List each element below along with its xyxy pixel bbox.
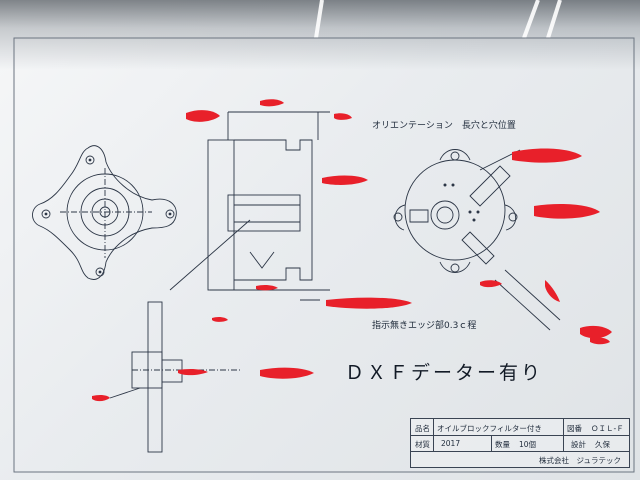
hole-dots — [44, 158, 480, 274]
company-value: 株式会社 ジュラテック — [539, 456, 621, 465]
section-view — [169, 111, 330, 301]
orientation-view — [393, 149, 561, 331]
small-side-view — [109, 301, 240, 453]
product-name-value: オイルブロックフィルター付き — [437, 424, 542, 433]
design-value: 久保 — [595, 440, 610, 449]
flange-plan-view — [32, 145, 177, 280]
quantity-label: 数量 — [495, 440, 510, 449]
product-name-label: 品名 — [415, 424, 430, 433]
light-reflections — [314, 0, 562, 39]
drawing-no-label: 図番 — [567, 424, 582, 433]
design-label: 設計 — [571, 440, 586, 449]
quantity-value: 10個 — [519, 440, 537, 449]
material-value: 2017 — [441, 439, 461, 448]
title-block: 品名 オイルブロックフィルター付き 図番 ＯＩＬ-Ｆ 材質 2017 数量 10… — [410, 418, 630, 468]
orientation-title: オリエンテーション 長穴と穴位置 — [372, 121, 516, 131]
drawing-no-value: ＯＩＬ-Ｆ — [591, 424, 624, 433]
drawing-frame — [13, 37, 635, 473]
dxf-data-note: ＤＸＦデーター有り — [345, 362, 544, 384]
chamfer-note: 指示無きエッジ部0.3ｃ程 — [372, 321, 477, 331]
redaction-marks — [92, 99, 612, 402]
material-label: 材質 — [415, 440, 430, 449]
